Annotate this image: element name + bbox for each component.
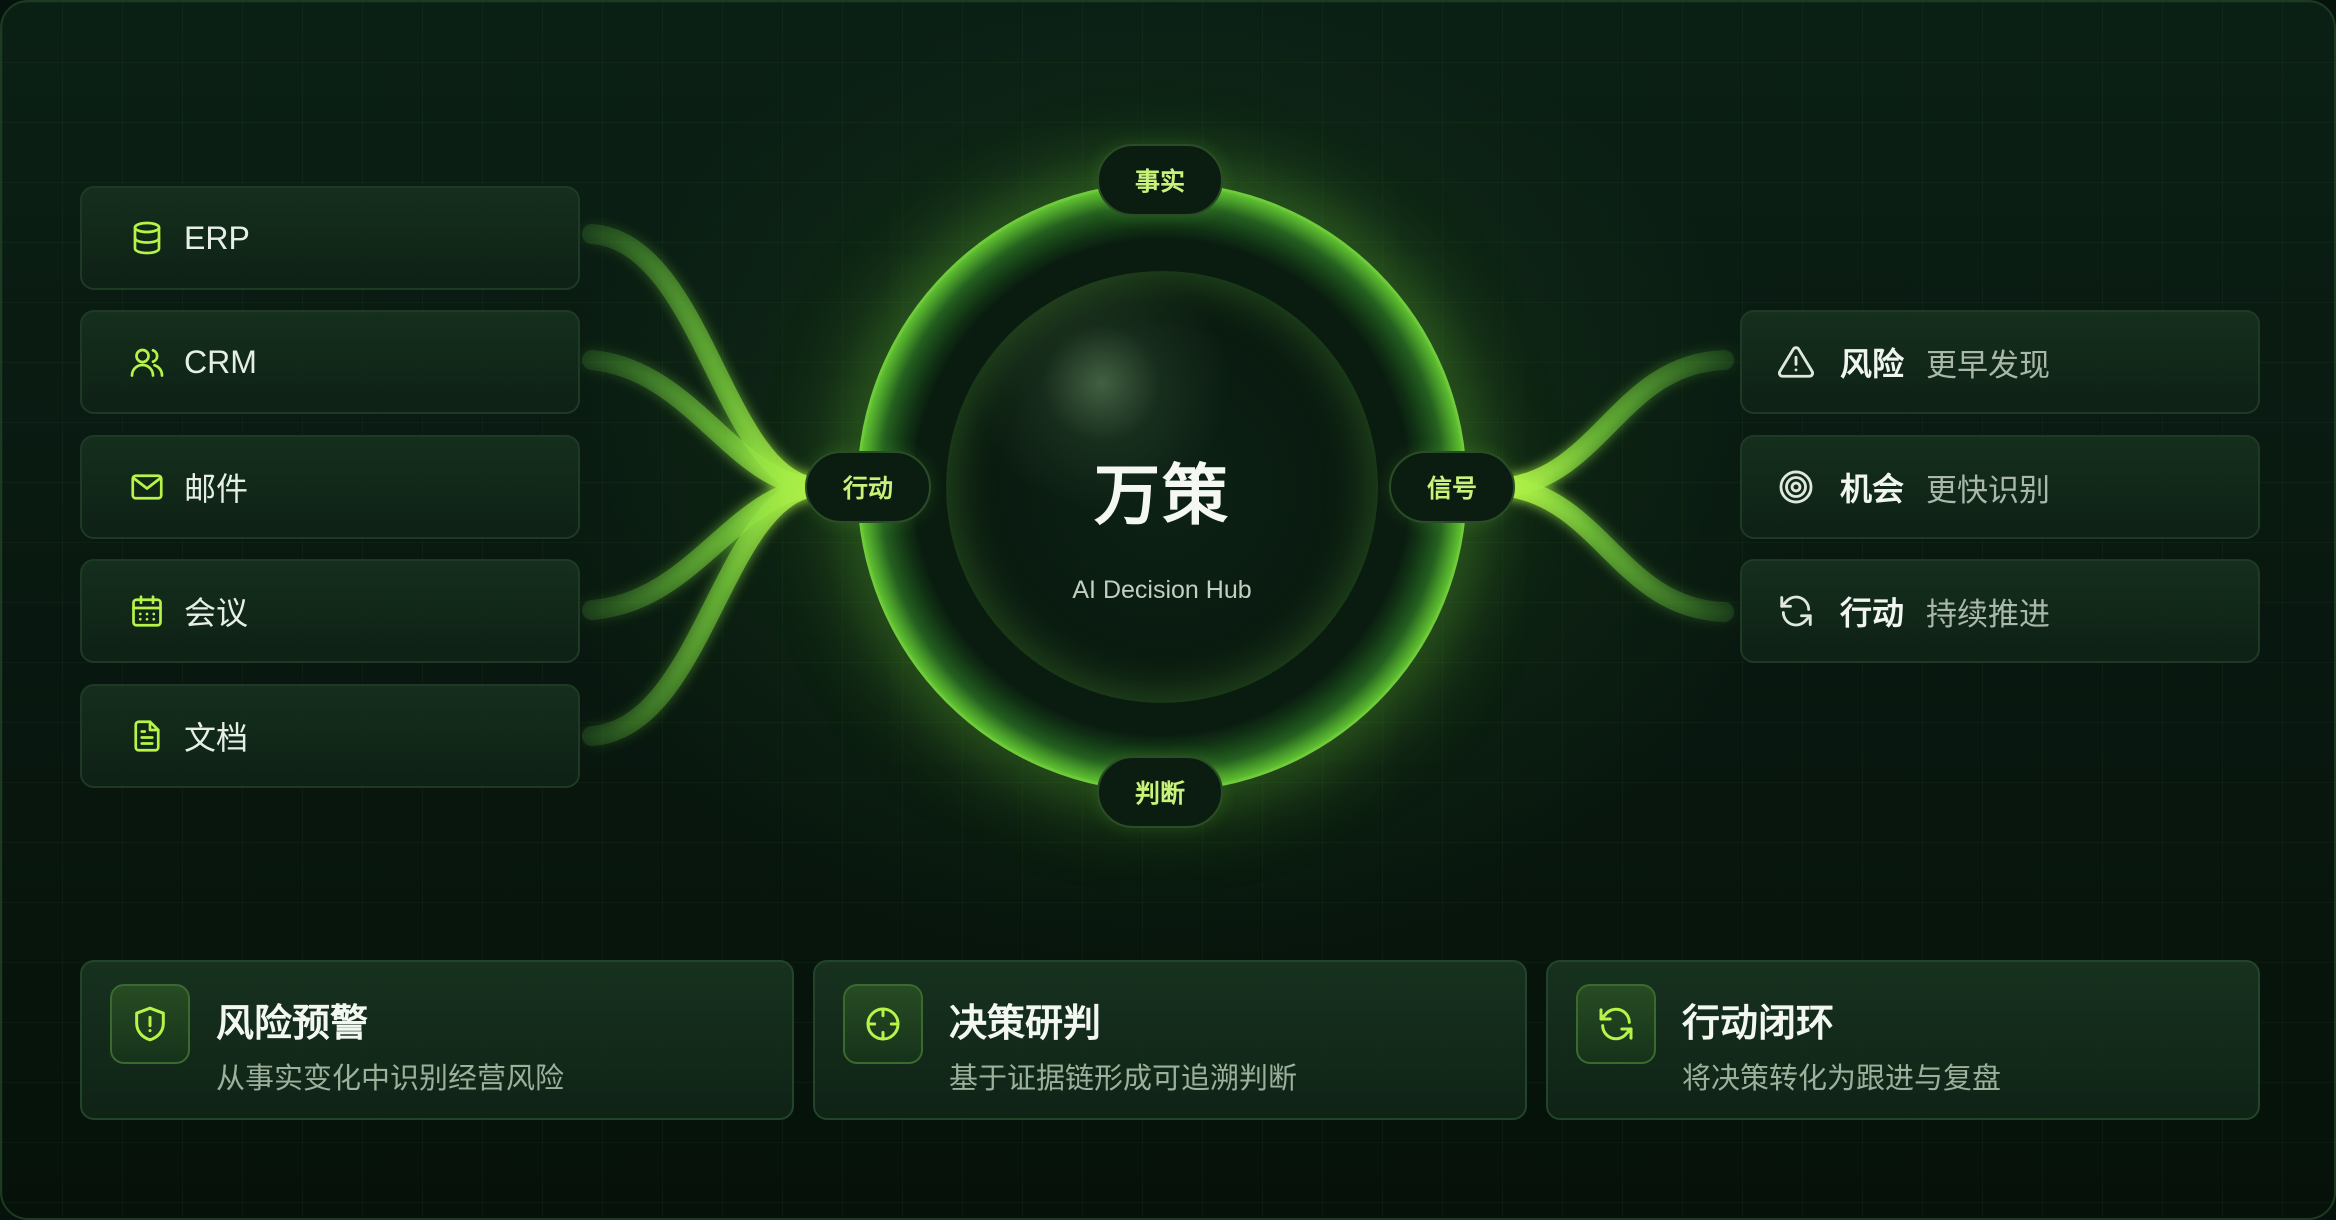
feature-desc: 将决策转化为跟进与复盘 bbox=[1682, 1063, 2002, 1095]
source-label: 邮件 bbox=[184, 471, 249, 507]
source-card-erp[interactable]: ERP bbox=[80, 186, 580, 290]
link-crm bbox=[582, 350, 822, 497]
output-desc: 更早发现 bbox=[1926, 347, 2051, 383]
output-desc: 更快识别 bbox=[1926, 472, 2051, 508]
source-label: ERP bbox=[184, 219, 250, 256]
output-card-risk[interactable]: 风险 更早发现 bbox=[1740, 310, 2260, 414]
source-card-meeting[interactable]: 会议 bbox=[80, 559, 580, 663]
output-desc: 持续推进 bbox=[1926, 596, 2051, 632]
refresh-icon bbox=[1776, 591, 1816, 631]
hub-title: 万策 bbox=[1094, 458, 1230, 532]
crosshair-icon bbox=[843, 984, 923, 1064]
link-document bbox=[582, 477, 822, 746]
calendar-icon bbox=[128, 592, 166, 630]
link-action bbox=[1500, 477, 1734, 622]
database-icon bbox=[128, 219, 166, 257]
feature-card-decision[interactable]: 决策研判 基于证据链形成可追溯判断 bbox=[813, 960, 1527, 1120]
output-card-action[interactable]: 行动 持续推进 bbox=[1740, 559, 2260, 663]
document-icon bbox=[128, 717, 166, 755]
hub-core bbox=[946, 271, 1378, 703]
feature-desc: 从事实变化中识别经营风险 bbox=[216, 1063, 565, 1095]
target-icon bbox=[1776, 467, 1816, 507]
source-card-crm[interactable]: CRM bbox=[80, 310, 580, 414]
output-title: 机会 bbox=[1840, 471, 1905, 507]
source-card-document[interactable]: 文档 bbox=[80, 684, 580, 788]
source-label: 文档 bbox=[184, 720, 249, 756]
feature-title: 决策研判 bbox=[949, 1003, 1102, 1045]
output-title: 行动 bbox=[1840, 595, 1905, 631]
link-risk bbox=[1500, 350, 1734, 497]
feature-card-risk-warning[interactable]: 风险预警 从事实变化中识别经营风险 bbox=[80, 960, 794, 1120]
hub-node-signal[interactable]: 信号 bbox=[1389, 451, 1515, 523]
refresh-icon bbox=[1576, 984, 1656, 1064]
source-label: CRM bbox=[184, 343, 257, 380]
output-card-opportunity[interactable]: 机会 更快识别 bbox=[1740, 435, 2260, 539]
hub-node-judgment[interactable]: 判断 bbox=[1097, 756, 1223, 828]
source-card-mail[interactable]: 邮件 bbox=[80, 435, 580, 539]
shield-icon bbox=[110, 984, 190, 1064]
source-label: 会议 bbox=[184, 595, 249, 631]
feature-desc: 基于证据链形成可追溯判断 bbox=[949, 1063, 1298, 1095]
feature-title: 行动闭环 bbox=[1682, 1003, 1835, 1045]
output-title: 风险 bbox=[1840, 346, 1905, 382]
mail-icon bbox=[128, 468, 166, 506]
feature-card-action-loop[interactable]: 行动闭环 将决策转化为跟进与复盘 bbox=[1546, 960, 2260, 1120]
hub-subtitle: AI Decision Hub bbox=[1072, 576, 1252, 604]
hub-node-action[interactable]: 行动 bbox=[805, 451, 931, 523]
feature-title: 风险预警 bbox=[216, 1003, 369, 1045]
users-icon bbox=[128, 343, 166, 381]
hub-node-fact[interactable]: 事实 bbox=[1097, 144, 1223, 216]
warning-icon bbox=[1776, 342, 1816, 382]
